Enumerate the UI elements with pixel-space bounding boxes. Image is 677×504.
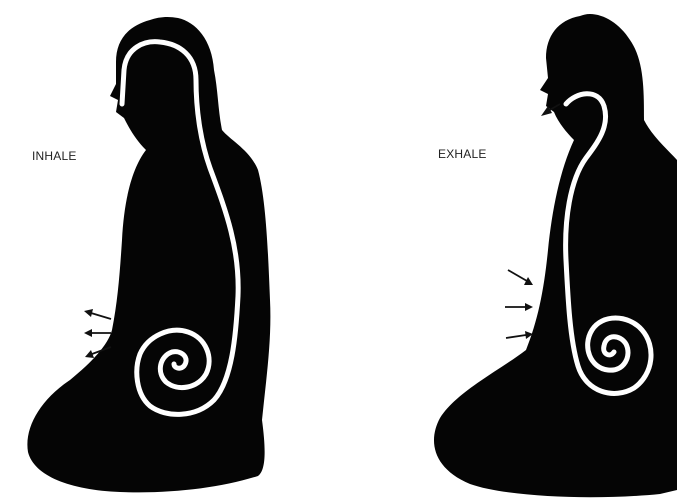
inhale-arrow: [84, 329, 111, 337]
exhale-arrows: [505, 270, 533, 339]
inhale-arrow: [84, 309, 111, 319]
inhale-figure: INHALE: [27, 17, 270, 492]
inhale-label: INHALE: [32, 149, 77, 163]
exhale-arrow: [505, 303, 533, 311]
exhale-figure: EXHALE: [434, 14, 677, 497]
exhale-label: EXHALE: [438, 147, 487, 161]
exhale-silhouette: [434, 14, 677, 497]
exhale-arrow: [508, 270, 533, 285]
exhale-arrow: [506, 331, 533, 339]
